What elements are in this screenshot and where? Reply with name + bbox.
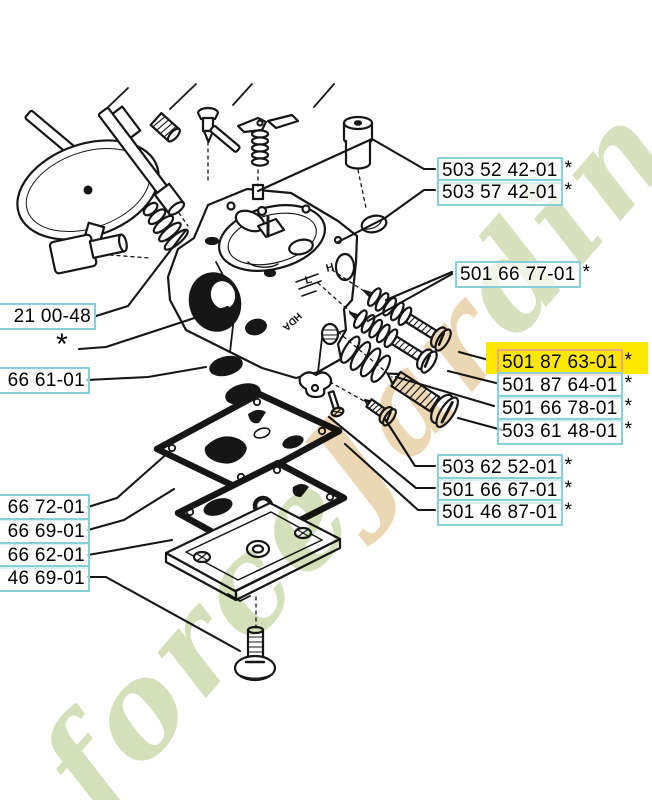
gasket-oval xyxy=(209,355,243,377)
part-label-501-46-87-01[interactable]: 501 46 87-01* xyxy=(437,499,572,526)
part-number-box: 501 46 87-01 xyxy=(437,499,563,526)
asterisk: * xyxy=(564,500,573,521)
metering-lever xyxy=(236,113,300,134)
asterisk: * xyxy=(582,262,591,283)
metering-lever-spring xyxy=(250,129,270,167)
asterisk: * xyxy=(564,478,573,499)
part-number-box: 66 69-01 xyxy=(0,518,90,545)
lone-asterisk: * xyxy=(56,328,68,361)
assembly-axes xyxy=(109,141,393,630)
asterisk: * xyxy=(564,158,573,179)
asterisk: * xyxy=(624,350,633,371)
part-label-501-66-78-01[interactable]: 501 66 78-01* xyxy=(497,395,632,422)
pump-cover xyxy=(164,501,342,602)
pivot-screw xyxy=(327,390,345,418)
part-label-66-62-01-cut[interactable]: 66 62-01 xyxy=(0,542,90,569)
asterisk: * xyxy=(564,180,573,201)
body-marking-l: L xyxy=(304,273,314,286)
part-label-21-00-48-cut[interactable]: 21 00-48 xyxy=(0,303,96,330)
part-number-box: 66 72-01 xyxy=(0,494,90,521)
part-number-box: 503 61 48-01 xyxy=(497,418,623,445)
part-number-box: 501 66 77-01 xyxy=(455,261,581,288)
part-label-46-69-01-cut[interactable]: 46 69-01 xyxy=(0,565,90,592)
part-label-66-61-01-cut[interactable]: 66 61-01 xyxy=(0,367,90,394)
asterisk: * xyxy=(564,455,573,476)
leader-lines xyxy=(77,137,504,653)
part-number-box: 501 66 78-01 xyxy=(497,395,623,422)
asterisk: * xyxy=(624,396,633,417)
part-number-box: 66 62-01 xyxy=(0,542,90,569)
small-screw xyxy=(363,398,397,427)
asterisk: * xyxy=(624,373,633,394)
large-spring xyxy=(339,335,392,383)
part-label-66-72-01-cut[interactable]: 66 72-01 xyxy=(0,494,90,521)
cover-screw xyxy=(233,625,277,682)
top-cut-lines xyxy=(103,83,335,112)
body-marking-h: H xyxy=(325,261,336,275)
part-number-box: 21 00-48 xyxy=(0,303,96,330)
part-label-503-61-48-01[interactable]: 503 61 48-01* xyxy=(497,418,632,445)
metering-gasket xyxy=(153,390,343,491)
part-label-66-69-01-cut[interactable]: 66 69-01 xyxy=(0,518,90,545)
cylinder-plug xyxy=(342,115,374,170)
part-number-box: 46 69-01 xyxy=(0,565,90,592)
idle-screw xyxy=(386,370,460,429)
fuel-elbow-fitting xyxy=(48,221,128,275)
part-label-503-57-42-01[interactable]: 503 57 42-01* xyxy=(437,179,572,206)
knurled-cylinder xyxy=(149,111,181,143)
throttle-plate-disc xyxy=(16,139,160,241)
needle-screw-high xyxy=(363,287,452,352)
part-number-box: 66 61-01 xyxy=(0,367,90,394)
asterisk: * xyxy=(624,419,633,440)
carburetor-body: H L HDA xyxy=(166,183,359,380)
throttle-return-spring xyxy=(142,201,189,251)
part-number-box: 503 57 42-01 xyxy=(437,179,563,206)
hinge-pin xyxy=(209,125,241,153)
inlet-needle xyxy=(196,106,220,144)
part-label-501-66-77-01[interactable]: 501 66 77-01* xyxy=(455,261,590,288)
throttle-shaft xyxy=(97,105,186,216)
